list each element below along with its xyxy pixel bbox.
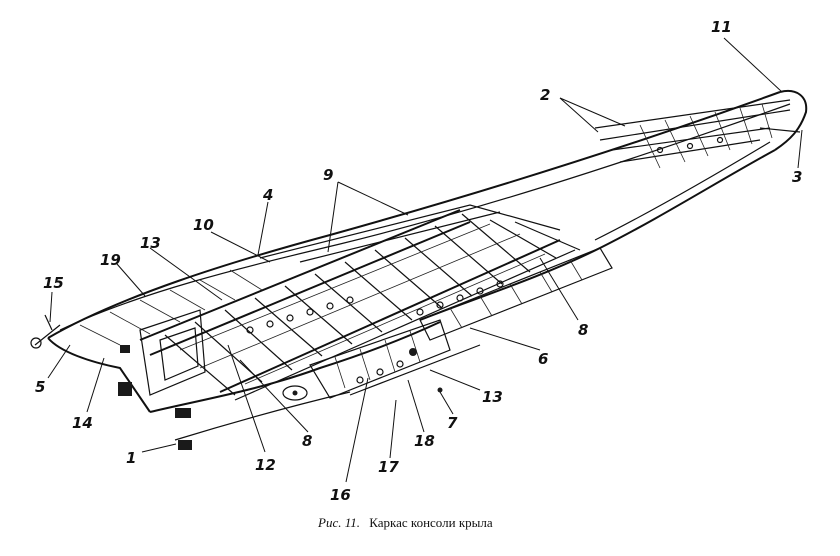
callout-18: 18 xyxy=(414,432,435,450)
callout-8-right: 8 xyxy=(578,321,588,339)
callout-10: 10 xyxy=(193,216,214,234)
callout-labels: 1 2 3 4 5 6 7 8 8 9 10 11 12 13 13 14 15… xyxy=(35,18,802,504)
callout-3: 3 xyxy=(792,168,802,186)
callout-11: 11 xyxy=(711,18,732,36)
rivet-holes xyxy=(246,136,724,393)
callout-9: 9 xyxy=(323,166,333,184)
callout-15: 15 xyxy=(43,274,64,292)
tip-section-frame xyxy=(594,99,801,169)
callout-5: 5 xyxy=(35,378,45,396)
caption-prefix: Рис. 11. xyxy=(317,515,360,530)
callout-16: 16 xyxy=(330,486,351,504)
callout-1: 1 xyxy=(126,449,136,467)
callout-4: 4 xyxy=(262,186,273,204)
figure-caption: Рис. 11. Каркас консоли крыла xyxy=(317,515,493,530)
callout-13-left: 13 xyxy=(140,234,161,252)
callout-13-right: 13 xyxy=(482,388,503,406)
wing-outline xyxy=(47,90,808,441)
callout-19: 19 xyxy=(100,251,121,269)
callout-7: 7 xyxy=(447,414,458,432)
callout-14: 14 xyxy=(72,414,93,432)
leader-lines xyxy=(47,37,803,483)
caption-text: Каркас консоли крыла xyxy=(369,515,493,530)
main-framework xyxy=(79,204,613,401)
callout-2: 2 xyxy=(540,86,550,104)
callout-12: 12 xyxy=(255,456,276,474)
callout-17: 17 xyxy=(378,458,399,476)
root-fittings xyxy=(30,314,192,450)
callout-8-lower: 8 xyxy=(302,432,312,450)
callout-6: 6 xyxy=(538,350,548,368)
